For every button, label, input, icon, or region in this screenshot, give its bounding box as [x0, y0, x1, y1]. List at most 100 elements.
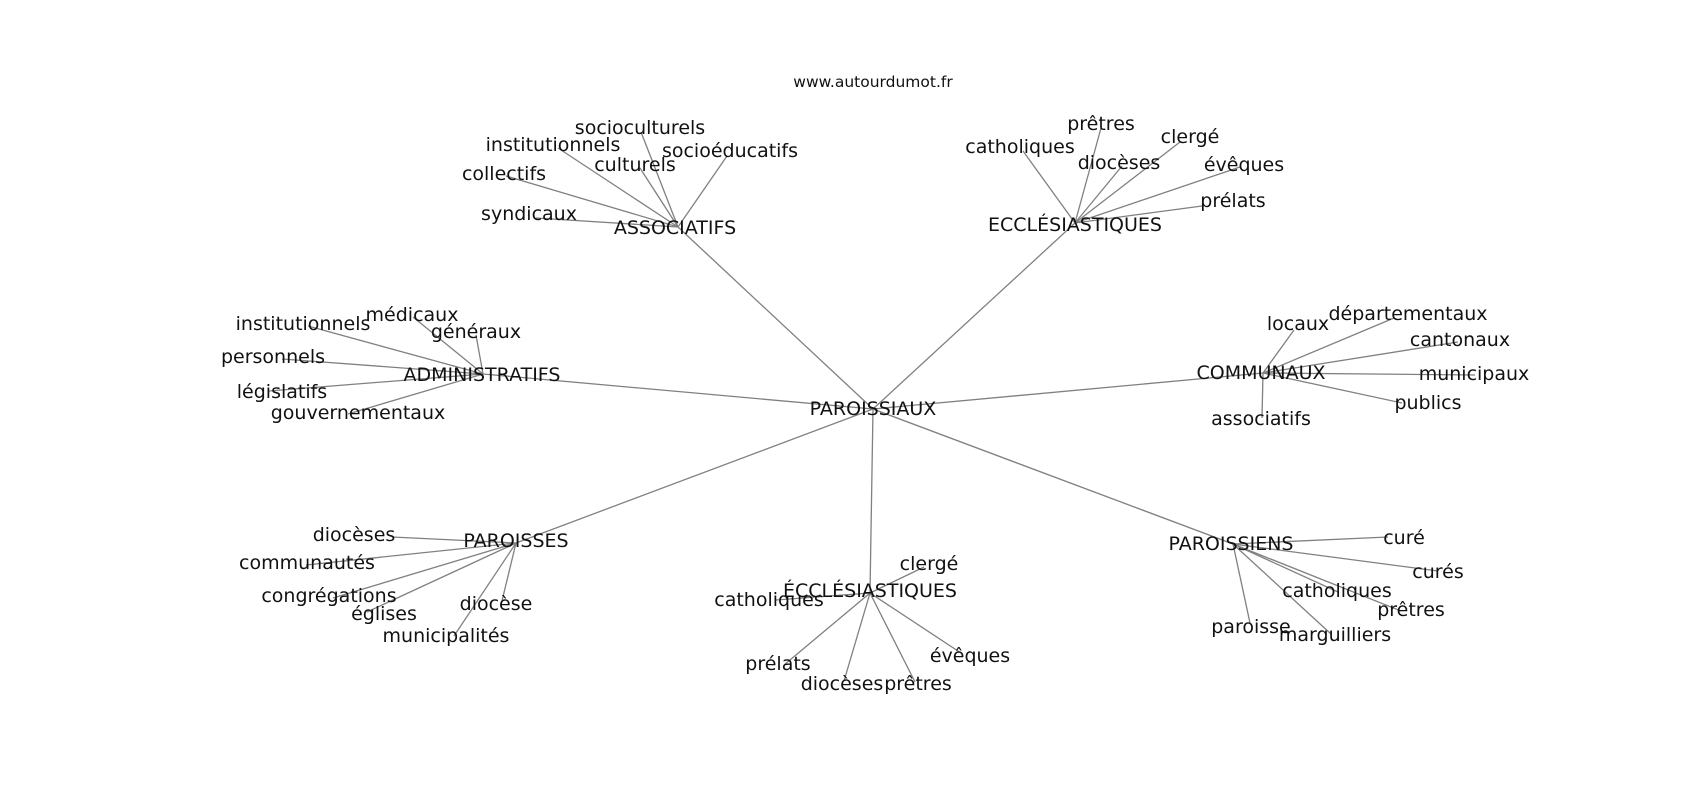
leaf-edge	[1074, 166, 1241, 224]
leaf-word-label: paroisse	[1211, 616, 1291, 638]
leaf-edge	[1262, 372, 1476, 376]
leaf-word-label: culturels	[594, 154, 676, 176]
leaf-word-label: prêtres	[884, 673, 952, 695]
leaf-edge	[307, 325, 484, 375]
leaf-edge	[1022, 150, 1076, 224]
leaf-word-label: communautés	[239, 552, 375, 574]
leaf-edge	[1232, 543, 1251, 624]
leaf-word-label: prêtres	[1067, 113, 1135, 135]
root-word-label: PAROISSIAUX	[810, 398, 937, 420]
leaf-edge	[305, 542, 517, 566]
leaf-edge	[500, 542, 517, 606]
leaf-edge	[332, 542, 517, 599]
leaf-word-label: municipaux	[1419, 363, 1530, 385]
leaf-word-label: diocèses	[801, 673, 884, 695]
edges-layer	[268, 127, 1476, 683]
leaf-word-label: publics	[1394, 392, 1461, 414]
leaf-edge	[869, 592, 916, 683]
leaf-word-label: associatifs	[1211, 408, 1311, 430]
leaf-edge	[557, 147, 679, 228]
labels-layer: PAROISSIAUXASSOCIATIFSsocioculturelsinst…	[221, 113, 1529, 695]
leaf-edge	[391, 536, 517, 544]
leaf-word-label: diocèses	[1078, 152, 1161, 174]
leaf-edge	[1232, 543, 1339, 593]
leaf-word-label: curé	[1383, 527, 1425, 549]
leaf-edge	[1262, 372, 1403, 404]
leaf-edge	[1232, 536, 1389, 545]
leaf-edge	[843, 592, 871, 682]
leaf-edge	[1074, 141, 1181, 224]
leaf-edge	[775, 592, 871, 601]
leaf-edge	[1262, 317, 1395, 374]
leaf-edge	[1074, 205, 1203, 224]
leaf-word-label: catholiques	[1282, 580, 1391, 602]
leaf-edge	[639, 167, 679, 228]
leaf-word-label: évêques	[930, 645, 1010, 667]
root-edge	[677, 226, 874, 410]
leaf-word-label: clergé	[900, 553, 959, 575]
leaf-edge	[281, 358, 484, 375]
leaf-word-label: catholiques	[714, 589, 823, 611]
leaf-edge	[505, 175, 679, 228]
leaf-word-label: départementaux	[1328, 303, 1487, 325]
cluster-word-label: ASSOCIATIFS	[614, 217, 736, 239]
leaf-word-label: locaux	[1267, 313, 1329, 335]
leaf-word-label: institutionnels	[486, 134, 621, 156]
leaf-edge	[1232, 543, 1402, 612]
leaf-word-label: généraux	[431, 321, 521, 343]
cluster-word-label: PAROISSIENS	[1168, 533, 1293, 555]
cluster-word-label: ÉCCLÉSIASTIQUES	[783, 579, 957, 602]
leaf-word-label: marguilliers	[1279, 624, 1391, 646]
leaf-edge	[869, 592, 962, 654]
leaf-edge	[475, 334, 484, 375]
leaf-edge	[1261, 372, 1264, 419]
leaf-word-label: prêtres	[1377, 599, 1445, 621]
leaf-edge	[366, 542, 517, 613]
leaf-word-label: socioculturels	[575, 117, 705, 139]
leaf-word-label: personnels	[221, 346, 325, 368]
leaf-word-label: évêques	[1204, 154, 1284, 176]
leaf-word-label: syndicaux	[481, 203, 577, 225]
leaf-word-label: prélats	[745, 653, 810, 675]
leaf-word-label: églises	[351, 603, 417, 625]
leaf-word-label: municipalités	[383, 625, 510, 647]
leaf-word-label: législatifs	[237, 381, 327, 403]
root-edge	[872, 408, 1234, 545]
root-edge	[872, 222, 1076, 410]
leaf-edge	[347, 373, 484, 415]
leaf-edge	[640, 131, 679, 228]
leaf-word-label: diocèse	[460, 593, 533, 615]
leaf-edge	[453, 542, 517, 637]
leaf-word-label: institutionnels	[236, 313, 371, 335]
leaf-edge	[535, 217, 679, 228]
leaf-word-label: médicaux	[366, 304, 459, 326]
leaf-edge	[677, 155, 728, 228]
leaf-word-label: diocèses	[313, 524, 396, 546]
leaf-edge	[412, 316, 484, 375]
leaf-edge	[1074, 127, 1102, 224]
leaf-word-label: congrégations	[261, 585, 396, 607]
root-edge	[872, 372, 1264, 410]
leaf-word-label: catholiques	[965, 136, 1074, 158]
leaf-word-label: clergé	[1161, 126, 1220, 148]
leaf-word-label: collectifs	[462, 163, 546, 185]
cluster-word-label: PAROISSES	[463, 530, 568, 552]
source-label: www.autourdumot.fr	[793, 73, 953, 91]
leaf-edge	[1262, 341, 1459, 374]
leaf-word-label: socioéducatifs	[662, 140, 798, 162]
leaf-word-label: curés	[1412, 561, 1463, 583]
leaf-edge	[1262, 329, 1295, 374]
leaf-edge	[1232, 543, 1439, 572]
leaf-edge	[869, 566, 925, 594]
leaf-edge	[268, 373, 484, 392]
leaf-edge	[783, 592, 871, 666]
cluster-word-label: ADMINISTRATIFS	[404, 364, 561, 386]
leaf-word-label: cantonaux	[1410, 329, 1510, 351]
root-edge	[869, 408, 874, 594]
cluster-word-label: ECCLÉSIASTIQUES	[988, 213, 1162, 236]
root-edge	[515, 408, 874, 544]
root-edge	[482, 373, 874, 410]
leaf-edge	[1232, 543, 1332, 635]
cluster-word-label: COMMUNAUX	[1196, 362, 1325, 384]
